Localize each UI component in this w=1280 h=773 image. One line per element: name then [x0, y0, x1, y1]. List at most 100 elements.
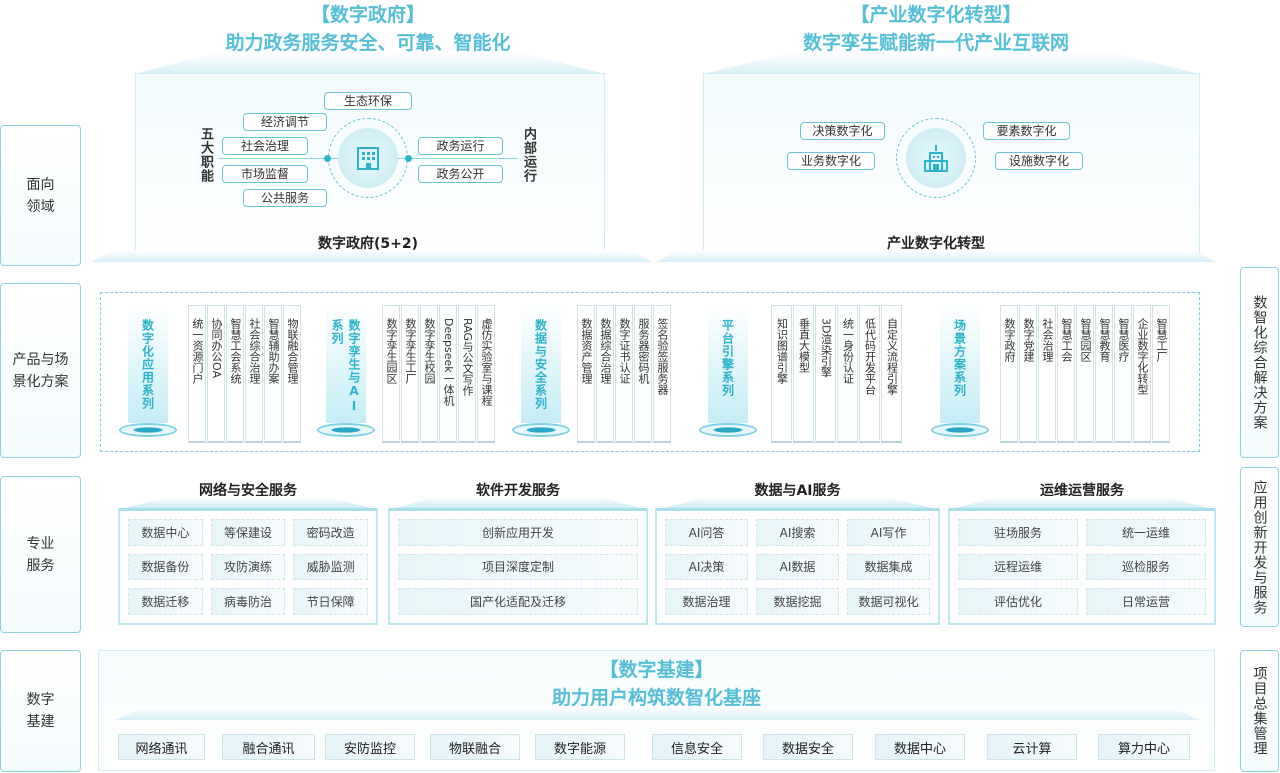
infra-item[interactable]: 数字能源 [535, 734, 625, 760]
infra-item[interactable]: 信息安全 [652, 734, 742, 760]
product-item[interactable]: 数字政府 [1000, 305, 1018, 443]
product-item[interactable]: 签名验签服务器 [653, 305, 671, 443]
series-label: 平台引擎系列 [696, 303, 760, 443]
gov-subtitle: 助力政务服务安全、可靠、智能化 [225, 32, 511, 54]
product-item[interactable]: 数字孪生园区 [382, 305, 400, 443]
service-item[interactable]: 统一运维 [1086, 519, 1206, 546]
product-item[interactable]: 数字孪生工厂 [401, 305, 419, 443]
product-item-label: 数字证书认证 [618, 318, 631, 384]
product-item[interactable]: 社会综合治理 [245, 305, 263, 443]
infra-item[interactable]: 网络通讯 [118, 734, 205, 760]
service-item[interactable]: 数据可视化 [847, 588, 930, 615]
platform-disc-icon [119, 423, 177, 437]
product-item[interactable]: 知识图谱引擎 [771, 305, 792, 443]
service-item[interactable]: 等保建设 [210, 519, 286, 546]
product-item[interactable]: 智慧园区 [1076, 305, 1094, 443]
service-item[interactable]: 密码改造 [293, 519, 368, 546]
infra-subtitle: 助力用户构筑数智化基座 [551, 687, 761, 709]
service-item[interactable]: 数据备份 [128, 553, 203, 581]
product-item[interactable]: 服务器密码机 [634, 305, 652, 443]
product-item-label: 知识图谱引擎 [775, 318, 789, 384]
product-item[interactable]: 智慧医疗 [1114, 305, 1132, 443]
service-item[interactable]: AI写作 [847, 519, 930, 546]
service-item[interactable]: 数据集成 [847, 553, 930, 581]
service-item[interactable]: AI搜索 [756, 519, 839, 546]
product-item[interactable]: 数字证书认证 [615, 305, 633, 443]
infra-item[interactable]: 融合通讯 [222, 734, 315, 760]
service-item[interactable]: 数据迁移 [128, 588, 203, 615]
service-item[interactable]: 数据治理 [665, 588, 748, 615]
row-label-text: 面向领域 [26, 176, 55, 215]
service-title: 软件开发服务 [476, 483, 560, 499]
infra-item[interactable]: 安防监控 [325, 734, 415, 760]
service-item[interactable]: 病毒防治 [210, 588, 286, 615]
series-label: 场景方案系列 [928, 303, 992, 443]
product-item-label: 智慧辅助办案 [267, 318, 280, 384]
connector-dot [324, 155, 331, 162]
product-item-label: 智慧工会 [1060, 318, 1073, 362]
product-item[interactable]: 智慧工会 [1057, 305, 1075, 443]
service-item[interactable]: 国产化适配及迁移 [398, 588, 638, 615]
product-item[interactable]: 社会治理 [1038, 305, 1056, 443]
product-item[interactable]: 协同办公OA [207, 305, 225, 443]
product-item[interactable]: 物联融合管理 [283, 305, 301, 443]
series-title: 场景方案系列 [952, 319, 967, 397]
service-item[interactable]: 威胁监测 [293, 553, 368, 581]
product-item[interactable]: 智慧工会系统 [226, 305, 244, 443]
service-item[interactable]: 数据中心 [128, 519, 203, 546]
infra-item[interactable]: 数据中心 [875, 734, 965, 760]
service-item[interactable]: AI决策 [665, 553, 748, 581]
product-item[interactable]: RAG与公文写作 [458, 305, 476, 443]
service-title: 数据与AI服务 [754, 483, 841, 499]
series-label: 数据与安全系列 [509, 303, 573, 443]
service-roof [948, 496, 1216, 510]
service-item[interactable]: 驻场服务 [958, 519, 1078, 546]
product-item[interactable]: 数据综合治理 [596, 305, 614, 443]
product-item-label: 统一资源门户 [191, 318, 204, 384]
right-label-solutions: 数智化综合解决方案 [1240, 267, 1279, 458]
service-item[interactable]: 远程运维 [958, 553, 1078, 581]
product-item[interactable]: 数字党建 [1019, 305, 1037, 443]
infra-item[interactable]: 云计算 [987, 734, 1077, 760]
government-building-icon [338, 128, 398, 188]
infra-item[interactable]: 算力中心 [1098, 734, 1190, 760]
product-item[interactable]: 数据资产管理 [577, 305, 595, 443]
product-item-label: 数据资产管理 [580, 318, 593, 384]
product-item-label: 智慧工厂 [1155, 318, 1168, 362]
service-item[interactable]: 数据挖掘 [756, 588, 839, 615]
product-item[interactable]: 统一资源门户 [188, 305, 206, 443]
service-item[interactable]: 评估优化 [958, 588, 1078, 615]
row-label-text: 数字基建 [26, 692, 55, 730]
service-item[interactable]: 项目深度定制 [398, 553, 638, 581]
product-item[interactable]: Deepseek一体机 [439, 305, 457, 443]
product-item-label: 低代码开发平台 [863, 318, 877, 395]
service-panel: 创新应用开发项目深度定制国产化适配及迁移 [388, 508, 648, 625]
product-item-label: 签名验签服务器 [656, 318, 669, 395]
product-item[interactable]: 垂直大模型 [793, 305, 814, 443]
infra-title: 【数字基建】 [599, 659, 714, 681]
row-label-infra: 数字基建 [0, 650, 81, 772]
product-item[interactable]: 智慧教育 [1095, 305, 1113, 443]
service-item[interactable]: AI问答 [665, 519, 748, 546]
industry-pill: 业务数字化 [787, 152, 875, 170]
product-item[interactable]: 低代码开发平台 [859, 305, 880, 443]
infra-item[interactable]: 物联融合 [430, 734, 520, 760]
right-label-app-dev: 应用创新开发与服务 [1240, 467, 1279, 627]
product-item[interactable]: 统一身份认证 [837, 305, 858, 443]
product-item-label: 企业数字化转型 [1136, 318, 1149, 395]
service-item[interactable]: 攻防演练 [210, 553, 286, 581]
service-item[interactable]: 创新应用开发 [398, 519, 638, 546]
product-item[interactable]: 智慧工厂 [1152, 305, 1170, 443]
infra-item[interactable]: 数据安全 [763, 734, 853, 760]
service-item[interactable]: AI数据 [756, 553, 839, 581]
product-item[interactable]: 智慧辅助办案 [264, 305, 282, 443]
product-item[interactable]: 企业数字化转型 [1133, 305, 1151, 443]
service-item[interactable]: 巡检服务 [1086, 553, 1206, 581]
service-item[interactable]: 节日保障 [293, 588, 368, 615]
connector-dot [405, 155, 412, 162]
product-item[interactable]: 数字孪生校园 [420, 305, 438, 443]
product-item[interactable]: 虚仿实验室与课程 [477, 305, 495, 443]
product-item[interactable]: 3D渲染引擎 [815, 305, 836, 443]
product-item[interactable]: 自定义流程引擎 [881, 305, 902, 443]
service-item[interactable]: 日常运营 [1086, 588, 1206, 615]
